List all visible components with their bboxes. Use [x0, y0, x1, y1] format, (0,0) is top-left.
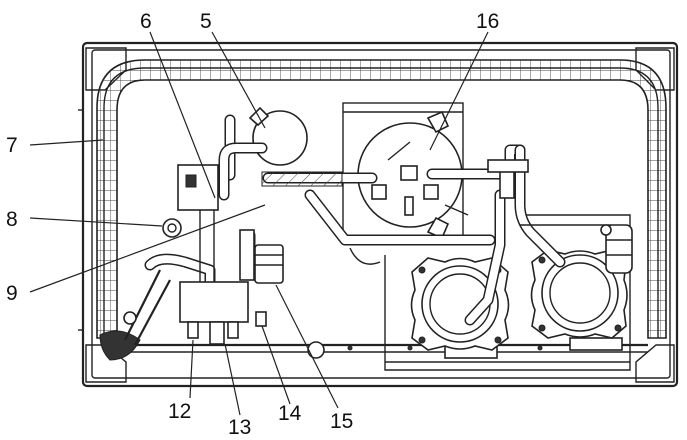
- part-5-separator: [224, 106, 308, 181]
- callout-labels: 5 6 7 8 9 12 13 14 15 16: [6, 10, 499, 439]
- callout-14: 14: [278, 402, 302, 425]
- callout-7: 7: [6, 134, 18, 157]
- compressor-right: [530, 249, 628, 339]
- callout-13: 13: [228, 416, 251, 439]
- wiring-bundle: [99, 269, 171, 361]
- callout-12: 12: [168, 400, 191, 423]
- callout-9: 9: [6, 282, 18, 305]
- callout-5: 5: [200, 10, 212, 33]
- refrigerant-piping: [144, 142, 626, 326]
- base-plate: [117, 341, 648, 359]
- callout-8: 8: [6, 208, 18, 231]
- right-valve-assembly: [600, 224, 633, 274]
- compressor-left: [410, 257, 510, 351]
- left-valve-block: [162, 164, 284, 345]
- leader-lines: [29, 31, 489, 416]
- callout-6: 6: [140, 10, 152, 33]
- part-16-receiver: [357, 110, 469, 240]
- callout-15: 15: [330, 410, 353, 433]
- callout-16: 16: [476, 10, 499, 33]
- compressor-compartment: [384, 214, 631, 371]
- heat-exchanger-coil: [96, 59, 667, 339]
